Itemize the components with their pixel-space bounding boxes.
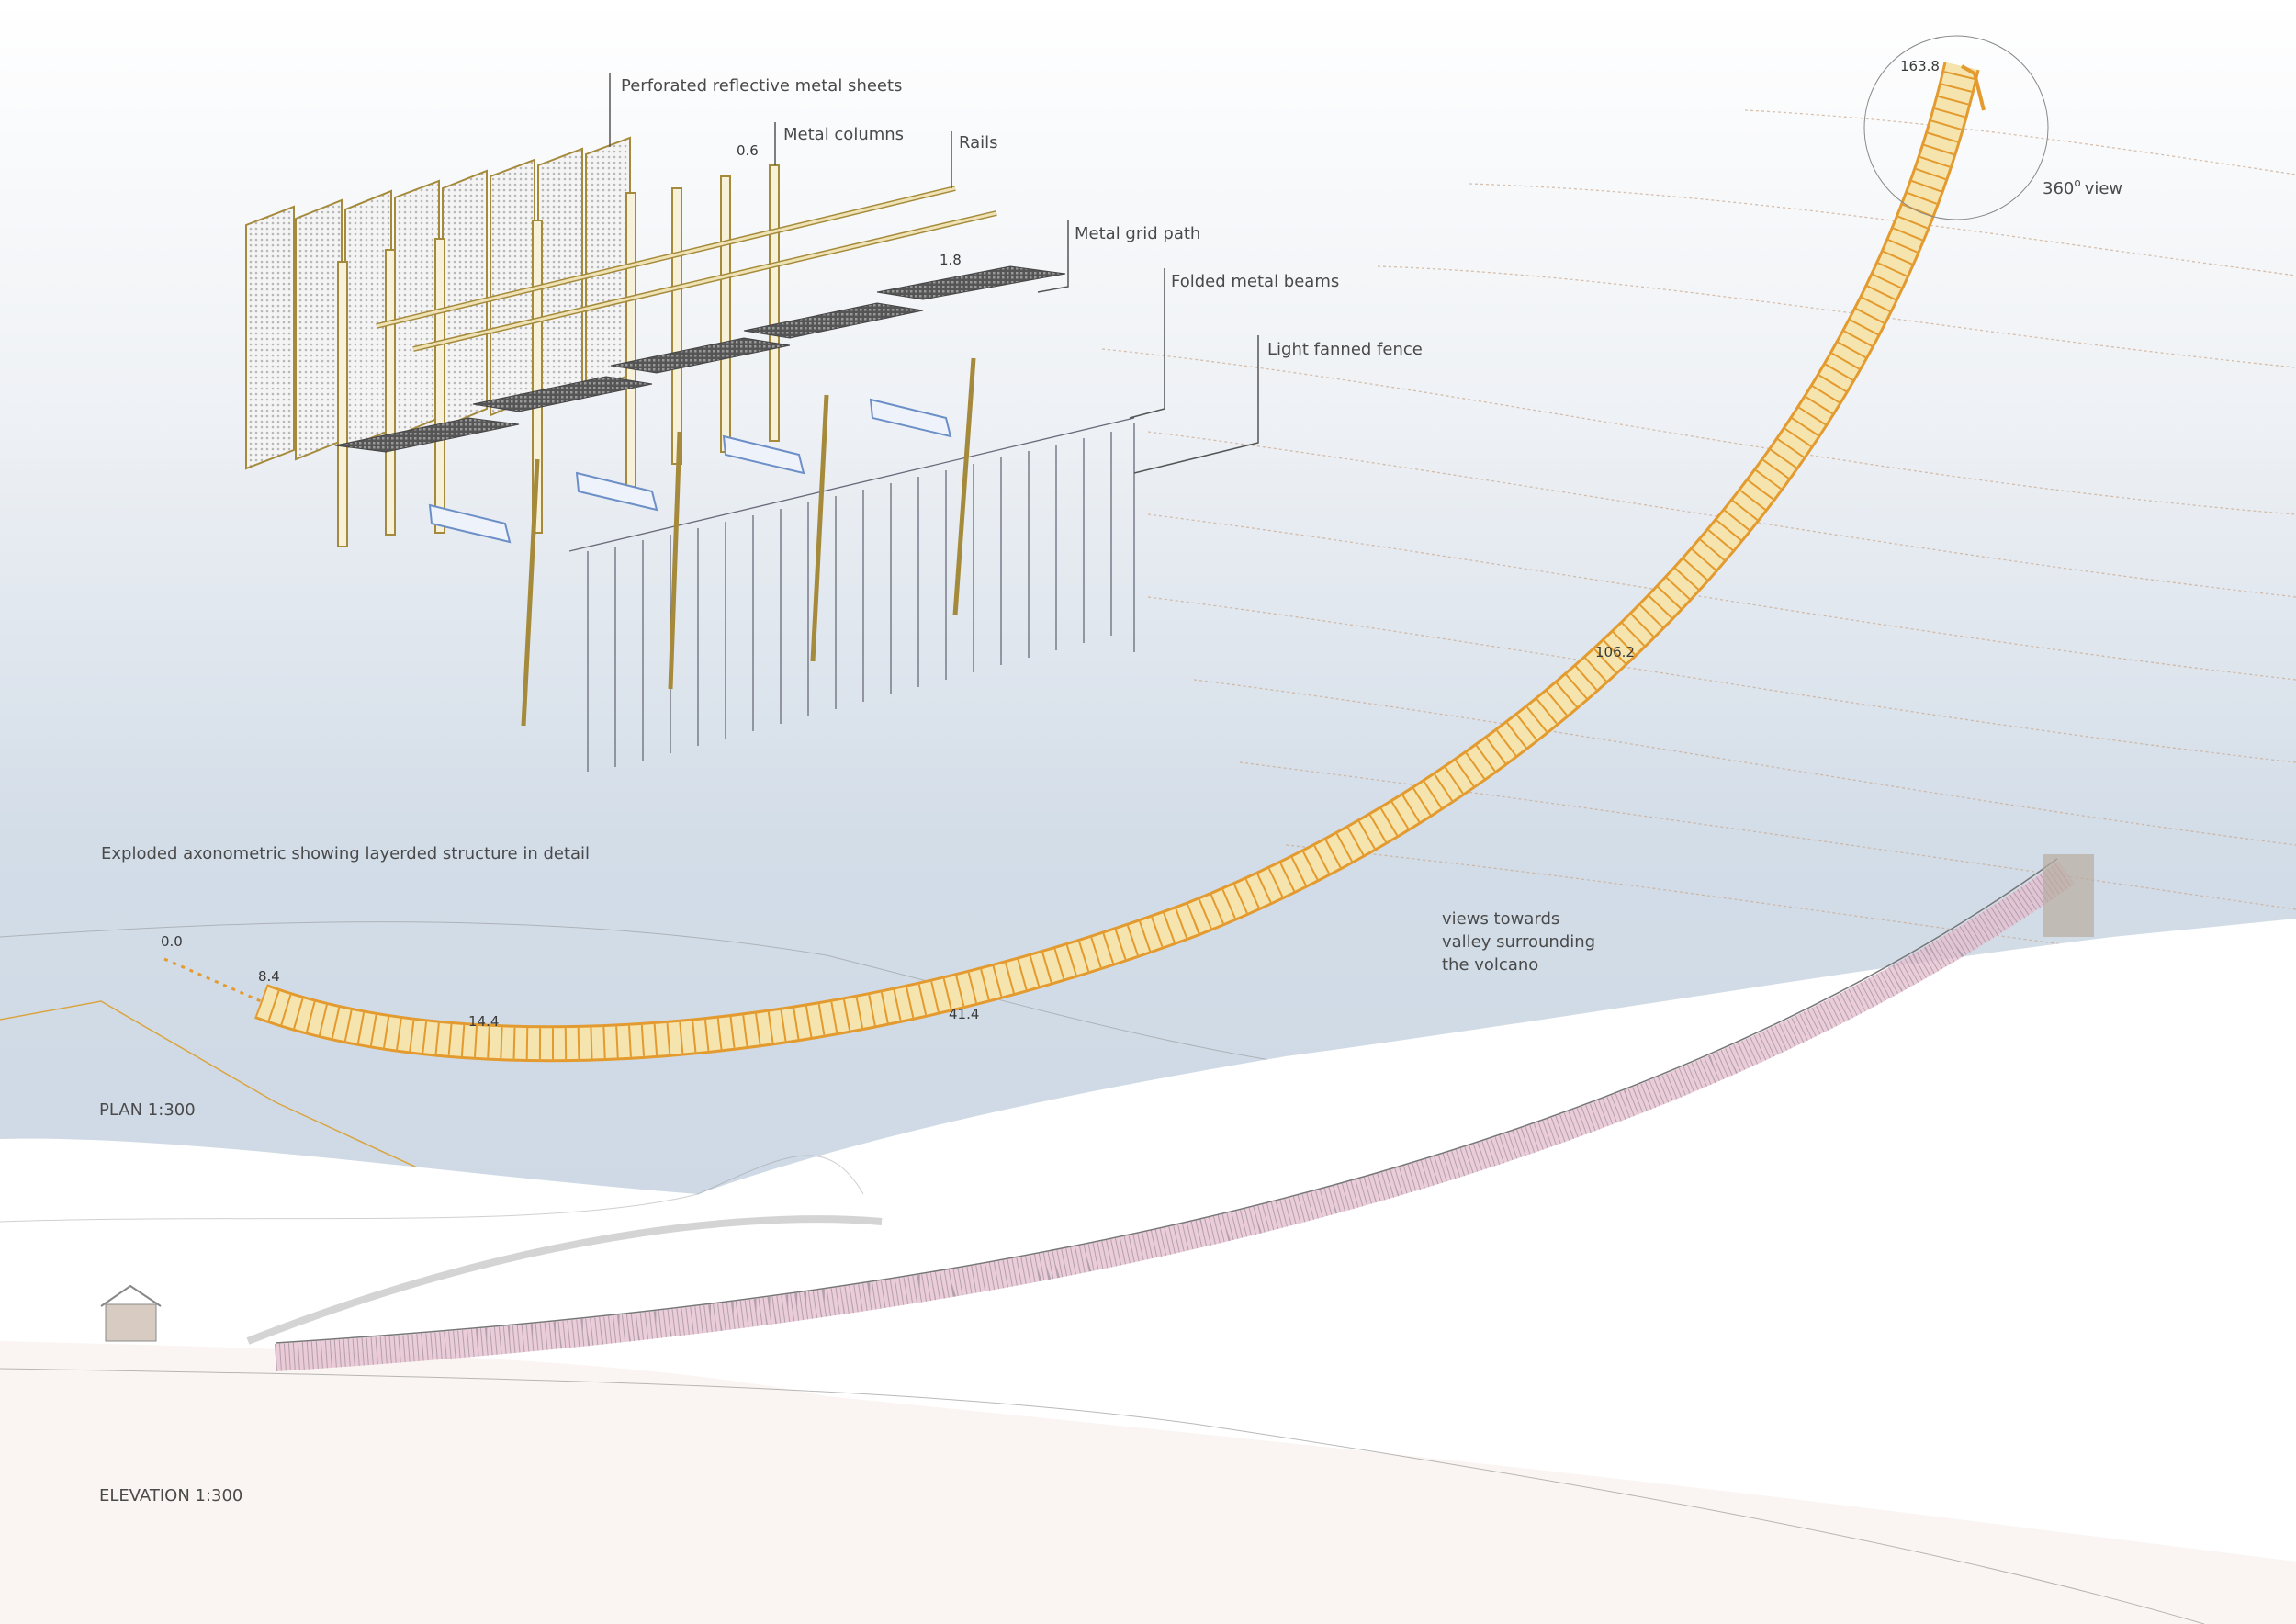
axonometric-caption: Exploded axonometric showing layerded st… [101, 844, 590, 863]
chainage-4: 106.2 [1595, 644, 1635, 660]
label-rails: Rails [959, 133, 998, 152]
chainage-1: 8.4 [258, 968, 280, 985]
metal-grid-path [334, 265, 1066, 453]
label-metal-grid-path: Metal grid path [1075, 224, 1200, 243]
cabin [105, 1303, 157, 1342]
chainage-3: 41.4 [949, 1006, 979, 1022]
label-fanned-fence: Light fanned fence [1267, 340, 1423, 359]
dim-path-width: 1.8 [940, 252, 962, 268]
rails [376, 186, 997, 352]
contour-lines [0, 109, 2296, 1213]
dim-column-spacing: 0.6 [737, 142, 759, 159]
label-perforated-sheets: Perforated reflective metal sheets [621, 76, 902, 96]
views-annotation-3: the volcano [1442, 955, 1538, 975]
chainage-5: 163.8 [1900, 58, 1940, 74]
chainage-2: 14.4 [468, 1013, 499, 1030]
chainage-0: 0.0 [161, 933, 183, 950]
metal-columns [337, 164, 780, 547]
folded-beams [428, 398, 952, 544]
elevation-bridge [100, 854, 2094, 1371]
label-folded-beams: Folded metal beams [1171, 272, 1339, 291]
label-metal-columns: Metal columns [783, 125, 904, 144]
leader-lines [609, 73, 1259, 474]
plan-path [163, 62, 1986, 1063]
views-annotation-1: views towards [1442, 909, 1559, 929]
views-annotation-2: valley surrounding [1442, 932, 1595, 952]
fanned-fence [568, 417, 1135, 772]
plan-title: PLAN 1:300 [99, 1100, 196, 1120]
fence-posts [521, 357, 976, 727]
view-circle [1863, 35, 2049, 220]
elevation-title: ELEVATION 1:300 [99, 1486, 242, 1506]
